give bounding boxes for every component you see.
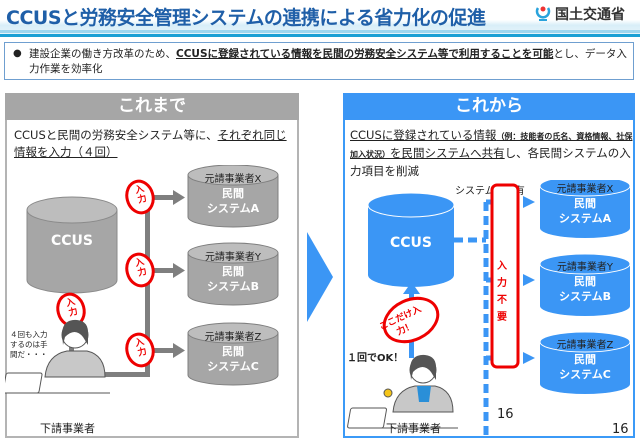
- after-system-c-label: 民間システムC: [540, 352, 630, 382]
- no-input-label: 入力不要: [497, 261, 507, 323]
- summary-text-intro: 建設企業の働き方改革のため、: [29, 48, 176, 60]
- after-desc-underlined-1: CCUSに登録されている情報: [350, 128, 497, 142]
- after-system-a-cylinder: [539, 180, 631, 238]
- after-system-a-line2: システムA: [558, 212, 612, 225]
- after-system-b-line2: システムB: [558, 290, 612, 303]
- before-arrow-c: [150, 343, 185, 358]
- after-system-b-contractor: 元請事業者Y: [556, 262, 614, 273]
- before-system-a-line2: システムA: [206, 202, 260, 215]
- after-person-label: 下請事業者: [386, 422, 441, 435]
- before-system-a-cylinder: [187, 165, 279, 228]
- before-system-b-line1: 民間: [222, 265, 244, 278]
- before-thought-bubble: ４回も入力するのは手間だ・・・: [10, 330, 48, 359]
- after-system-c-contractor: 元請事業者Z: [556, 340, 614, 351]
- subcontractor-illustration-after: [347, 354, 458, 429]
- before-system-c-cylinder: [187, 322, 279, 386]
- after-up-arrowhead: [403, 282, 420, 294]
- lightbulb-icon: [383, 388, 393, 398]
- after-desc-example: （例：技能者の氏名、資格情報、社保加入状況）: [350, 132, 633, 159]
- header-divider: [0, 34, 640, 37]
- before-system-b-contractor: 元請事業者Y: [204, 252, 262, 263]
- after-system-a-contractor: 元請事業者X: [556, 184, 614, 195]
- inner-page-number: 16: [497, 407, 514, 422]
- before-heading: これまで: [5, 93, 299, 120]
- before-system-c-line1: 民間: [222, 345, 244, 358]
- before-desc-underlined: それぞれ同じ情報を入力（４回）: [14, 128, 287, 159]
- before-trunk-line: [145, 197, 150, 377]
- after-system-b-cylinder: [539, 253, 631, 316]
- after-ccus-cylinder: [367, 192, 455, 287]
- after-arrowhead-a: [523, 196, 535, 208]
- share-label: システム上共有: [455, 186, 525, 197]
- before-system-c-contractor: 元請事業者Z: [204, 332, 262, 343]
- summary-text: 建設企業の働き方改革のため、CCUSに登録されている情報を民間の労務安全システム…: [29, 47, 629, 77]
- after-system-a-line1: 民間: [574, 197, 596, 210]
- page-title: CCUSと労務安全管理システムの連携による省力化の促進: [6, 7, 486, 29]
- before-person-line: [103, 372, 150, 377]
- after-system-b-line1: 民間: [574, 275, 596, 288]
- header-divider-light: [0, 30, 640, 33]
- transition-arrow-icon: [307, 232, 333, 322]
- before-system-c-label: 民間システムC: [188, 344, 278, 374]
- before-system-a-contractor: 元請事業者X: [204, 174, 262, 185]
- mlit-emblem-icon: [535, 6, 551, 21]
- after-system-c-cylinder: [539, 331, 631, 394]
- input-badge-b: [125, 252, 155, 288]
- input-badge-c: [125, 332, 155, 368]
- ministry-logo: 国土交通省: [535, 3, 625, 25]
- bullet-icon: ●: [13, 48, 22, 59]
- before-arrow-a: [150, 190, 185, 205]
- after-system-b-label: 民間システムB: [540, 274, 630, 304]
- ok-text: １回でOK！: [347, 353, 404, 364]
- before-person-label: 下請事業者: [40, 422, 95, 435]
- after-system-c-line2: システムC: [559, 368, 611, 381]
- summary-text-outro: とし、データ入力作業を効率化: [29, 48, 627, 75]
- ministry-name: 国土交通省: [555, 7, 625, 23]
- before-system-b-cylinder: [187, 242, 279, 306]
- only-here-badge: [382, 296, 440, 344]
- after-heading: これから: [343, 93, 635, 120]
- after-description: CCUSに登録されている情報（例：技能者の氏名、資格情報、社保加入状況）を民間シ…: [350, 127, 635, 180]
- after-arrowhead-c: [523, 352, 535, 364]
- no-input-box: [490, 183, 520, 369]
- after-system-a-label: 民間システムA: [540, 196, 630, 226]
- before-system-b-label: 民間システムB: [188, 264, 278, 294]
- before-system-a-line1: 民間: [222, 187, 244, 200]
- after-desc-rest: し、各民間システムの入力項目を削減: [350, 146, 631, 178]
- summary-text-emphasis: CCUSに登録されている情報を民間の労務安全システム等で利用することを可能: [176, 48, 554, 60]
- before-system-a-label: 民間システムA: [188, 186, 278, 216]
- before-description: CCUSと民間の労務安全システム等に、それぞれ同じ情報を入力（４回）: [14, 127, 294, 161]
- before-diagram: [5, 165, 279, 394]
- after-desc-underlined-2: を民間システムへ共有: [390, 146, 505, 160]
- before-ccus-label: CCUS: [51, 233, 93, 249]
- page-number: 16: [612, 422, 629, 437]
- summary-box: ● 建設企業の働き方改革のため、CCUSに登録されている情報を民間の労務安全シス…: [4, 42, 634, 80]
- input-badge-a: [125, 179, 155, 215]
- before-system-b-line2: システムB: [206, 280, 260, 293]
- subcontractor-illustration-before: [5, 319, 110, 394]
- before-desc-plain: CCUSと民間の労務安全システム等に、: [14, 128, 218, 142]
- after-arrowhead-b: [523, 274, 535, 286]
- before-system-c-line2: システムC: [207, 360, 259, 373]
- after-ccus-label: CCUS: [390, 235, 432, 251]
- after-system-c-line1: 民間: [574, 353, 596, 366]
- before-arrow-b: [150, 263, 185, 278]
- before-ccus-cylinder: [26, 196, 118, 294]
- after-diagram: [347, 180, 631, 440]
